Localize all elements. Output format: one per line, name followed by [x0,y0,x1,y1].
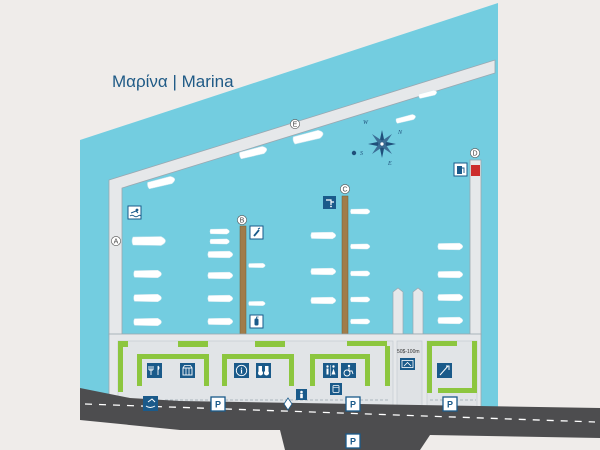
svg-text:B: B [240,218,245,225]
person-icon [296,389,307,400]
toilets-icon [323,363,338,378]
pier-c [341,195,349,335]
information-icon: i [234,363,249,378]
building-block-middle [396,340,423,415]
compass-north: N [397,130,403,136]
svg-text:C: C [342,187,347,194]
information-glyph: i [240,367,243,376]
map-title: Μαρίνα | Marina [112,72,234,91]
small-jetty-right [412,287,424,335]
svg-text:P: P [215,400,221,410]
svg-text:D: D [472,151,477,158]
accessible-icon [341,363,356,378]
svg-text:E: E [293,122,298,129]
pier-label-b: B [237,215,247,225]
road-center-line [84,403,596,423]
ship-chandler-icon [143,396,158,411]
svg-text:P: P [447,400,453,410]
phone-icon [330,383,342,395]
fire-extinguisher-icon-lower [249,314,264,329]
road [80,388,600,450]
compass-south: S [360,151,363,157]
swimming-icon [127,205,142,220]
restaurant-icon [147,363,162,378]
pier-label-a: A [111,236,121,246]
hexagon-marker-icon [283,397,293,411]
parking-sign-south: P [345,433,361,449]
pier-b [239,225,247,335]
pier-d [469,159,482,336]
compass-east: E [387,161,392,167]
svg-text:P: P [350,437,356,447]
binoculars-icon [256,363,271,378]
parking-sign-west: P [210,396,226,412]
compass-west: W [363,120,369,126]
small-jetty-left [392,287,404,335]
svg-text:A: A [114,239,119,246]
fire-extinguisher-icon [249,225,264,240]
green-areas [118,341,477,393]
fuel-pump-icon [453,162,468,177]
svg-text:P: P [350,400,356,410]
pier-label-e: E [290,119,300,129]
distance-sign-label: 50$-100m [397,349,420,355]
pier-label-d: D [470,148,480,158]
shop-icon [180,363,195,378]
fuel-station-marker [471,165,480,176]
pier-label-c: C [340,184,350,194]
lifebuoy-icon [400,358,415,370]
compass-rose: N W S E [351,120,403,167]
parking-sign-center: P [345,396,361,412]
parking-sign-east: P [442,396,458,412]
boat-crane-icon [437,363,452,378]
water-tap-icon [323,196,336,209]
